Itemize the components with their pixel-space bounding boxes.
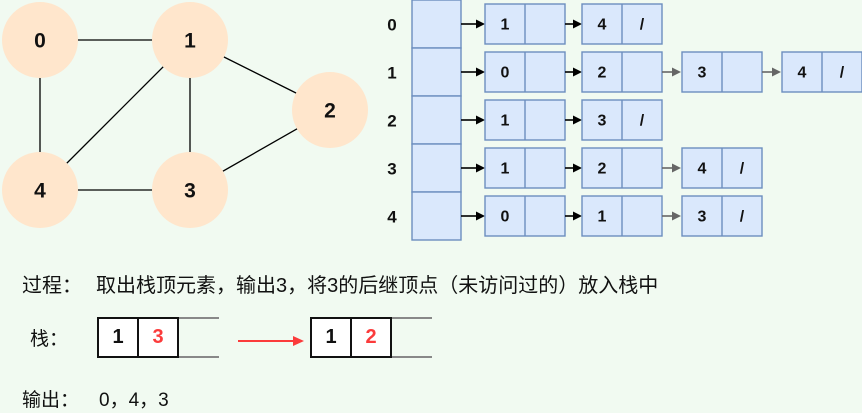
graph-node-2-circle xyxy=(292,72,368,148)
arrowhead-icon xyxy=(573,163,582,173)
graph-node-0: 0 xyxy=(2,2,78,78)
graph-node-4: 4 xyxy=(2,152,78,228)
adj-row-3-node-1-value: 2 xyxy=(598,161,607,178)
arrowhead-icon xyxy=(672,67,681,77)
stack-after-rail xyxy=(392,317,432,358)
graph-node-4-circle xyxy=(2,152,78,228)
adj-row-3-node-2-next: / xyxy=(740,161,745,178)
adj-row-1-node-1-value: 2 xyxy=(598,65,607,82)
arrowhead-icon xyxy=(772,67,781,77)
adj-array-cell-1 xyxy=(411,47,462,97)
adj-array-cell-0 xyxy=(411,0,462,49)
adj-row-0-label: 0 xyxy=(387,16,396,35)
adj-row-4-node-2-next: / xyxy=(740,209,745,226)
stack-label: 栈： xyxy=(30,329,69,350)
stack-after-cell-1: 2 xyxy=(350,317,392,358)
graph-node-0-circle xyxy=(2,2,78,78)
arrowhead-icon xyxy=(573,211,582,221)
arrowhead-icon xyxy=(476,19,485,29)
adj-row-4-node-0-value: 0 xyxy=(501,209,510,226)
graph-node-2-label: 2 xyxy=(324,100,336,123)
adj-row-4-label: 4 xyxy=(387,208,397,227)
adj-row-3: 1 2 4 / xyxy=(461,147,763,189)
graph-node-1-label: 1 xyxy=(184,30,196,53)
arrowhead-icon xyxy=(476,115,485,125)
arrowhead-icon xyxy=(476,67,485,77)
adj-row-2-node-1-next: / xyxy=(640,113,645,130)
adj-row-0: 1 4 / xyxy=(461,3,663,45)
output-label: 输出： xyxy=(22,390,80,411)
transition-arrow-icon xyxy=(238,336,304,346)
adj-row-2-node-0-value: 1 xyxy=(501,113,510,130)
graph-node-4-label: 4 xyxy=(34,180,46,203)
adj-row-2: 1 3 / xyxy=(461,99,663,141)
adj-row-0-node-1-value: 4 xyxy=(598,17,607,34)
graph-node-1-circle xyxy=(152,2,228,78)
arrowhead-icon xyxy=(573,67,582,77)
adj-row-4-node-1-value: 1 xyxy=(598,209,607,226)
adj-row-1-node-0-value: 0 xyxy=(501,65,510,82)
stack-after-cell-0: 1 xyxy=(310,317,352,358)
arrowhead-icon xyxy=(573,115,582,125)
adj-array-cell-4 xyxy=(411,191,462,241)
stack-before-rail xyxy=(179,317,219,358)
adj-array-cell-2 xyxy=(411,95,462,145)
graph-node-3-circle xyxy=(152,152,228,228)
graph-node-3: 3 xyxy=(152,152,228,228)
graph-node-0-label: 0 xyxy=(34,30,46,53)
adj-row-1-node-2-value: 3 xyxy=(698,65,707,82)
adj-row-1-label: 1 xyxy=(387,64,396,83)
stack-before-cell-1: 3 xyxy=(137,317,179,358)
arrowhead-icon xyxy=(476,163,485,173)
adjacency-head-array xyxy=(411,0,462,241)
adj-row-0-node-1-next: / xyxy=(640,17,645,34)
diagram-canvas: 0 1 2 3 4 0 1 2 3 4 xyxy=(2,0,862,241)
adj-array-cell-3 xyxy=(411,143,462,193)
stack-before-cell-0: 1 xyxy=(97,317,139,358)
arrowhead-icon xyxy=(573,19,582,29)
adj-row-2-label: 2 xyxy=(387,112,396,131)
adj-row-0-node-0-value: 1 xyxy=(501,17,510,34)
stack-after: 1 2 xyxy=(310,317,392,358)
output-value: 0，4，3 xyxy=(99,390,169,411)
graph-node-2: 2 xyxy=(292,72,368,148)
arrowhead-icon xyxy=(476,211,485,221)
adj-row-3-node-2-value: 4 xyxy=(698,161,707,178)
output-line: 输出： 0，4，3 xyxy=(22,385,169,412)
process-line: 过程： 取出栈顶元素，输出3，将3的后继顶点（未访问过的）放入栈中 xyxy=(22,269,658,298)
process-label: 过程： xyxy=(22,275,82,297)
adj-row-2-node-1-value: 3 xyxy=(598,113,607,130)
adj-row-4-node-2-value: 3 xyxy=(698,209,707,226)
adj-row-1-node-3-value: 4 xyxy=(798,65,807,82)
transition-arrowhead xyxy=(293,336,304,346)
arrowhead-icon xyxy=(672,211,681,221)
adj-row-4: 0 1 3 / xyxy=(461,195,763,237)
adj-row-1: 0 2 3 4 / xyxy=(461,51,862,93)
graph-node-3-label: 3 xyxy=(184,180,196,203)
adj-row-3-label: 3 xyxy=(387,160,396,179)
adj-row-3-node-0-value: 1 xyxy=(501,161,510,178)
graph-node-1: 1 xyxy=(152,2,228,78)
arrowhead-icon xyxy=(672,163,681,173)
adj-row-1-node-3-next: / xyxy=(840,65,845,82)
process-text: 取出栈顶元素，输出3，将3的后继顶点（未访问过的）放入栈中 xyxy=(96,275,659,297)
stack-before: 1 3 xyxy=(97,317,179,358)
